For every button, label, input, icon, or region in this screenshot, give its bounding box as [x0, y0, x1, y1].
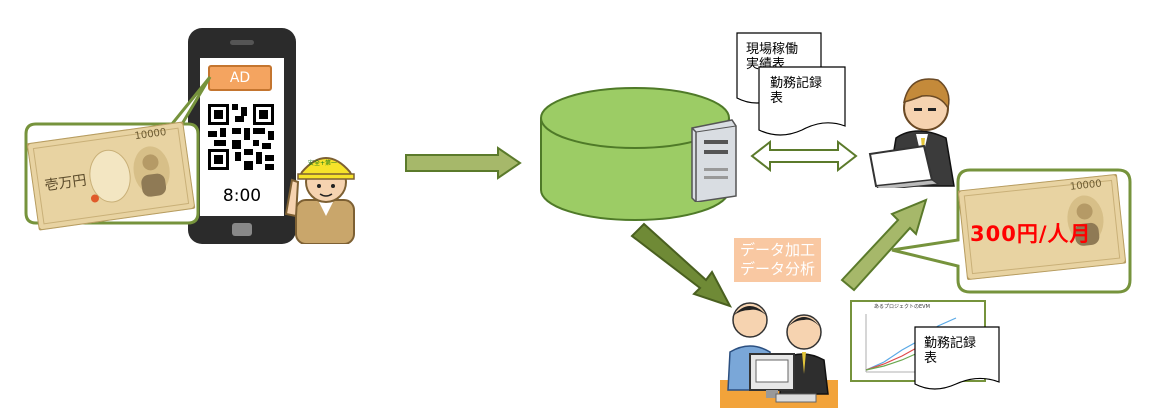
server-icon — [680, 118, 738, 202]
document-back-line1: 現場稼働 — [746, 42, 799, 57]
processing-label: データ加工 データ分析 — [734, 238, 822, 282]
qr-code[interactable] — [208, 104, 274, 170]
document-bottom — [914, 326, 1000, 392]
database-cylinder — [537, 84, 733, 224]
processing-line2: データ分析 — [740, 260, 816, 278]
document-front-line2: 表 — [770, 91, 784, 106]
pc-user — [866, 68, 962, 188]
arrow-analysts-to-price — [838, 196, 928, 294]
banknote-left: 10000 壱万円 — [26, 121, 196, 231]
document-front — [758, 66, 846, 138]
double-arrow-database-user — [750, 140, 858, 172]
arrow-database-to-analysts — [628, 222, 732, 308]
arrow-phone-to-database — [404, 146, 522, 180]
analysts-group — [720, 290, 838, 408]
banknote-right: 10000 — [957, 173, 1127, 281]
phone-time: 8:00 — [222, 186, 262, 206]
price-label: 300円/人月 — [970, 222, 1092, 246]
construction-worker: 安全+第一 — [280, 140, 362, 244]
ad-banner[interactable]: AD — [208, 65, 272, 91]
document-bottom-line2: 表 — [924, 351, 938, 366]
document-bottom-line1: 勤務記録 — [924, 336, 977, 351]
ad-label: AD — [229, 70, 251, 86]
document-front-line1: 勤務記録 — [770, 76, 823, 91]
helmet-text: 安全+第一 — [308, 160, 338, 167]
processing-line1: データ加工 — [740, 241, 816, 259]
evm-chart-title: あるプロジェクトのEVM — [874, 304, 930, 310]
